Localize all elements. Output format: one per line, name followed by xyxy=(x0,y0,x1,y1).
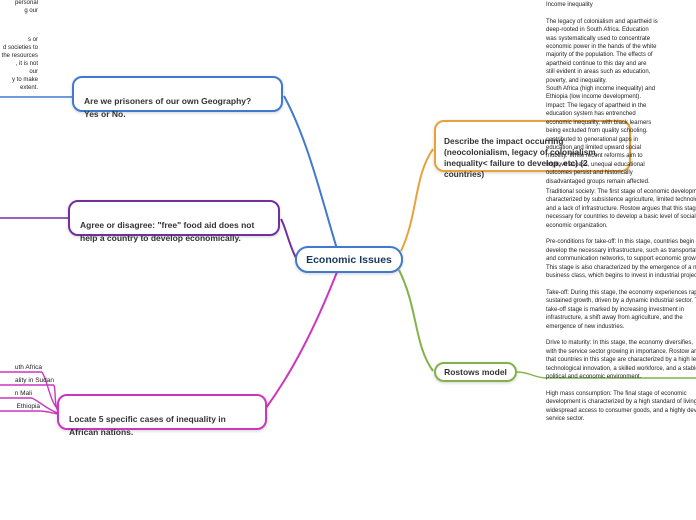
node-inequality-cases-label: Locate 5 specific cases of inequality in… xyxy=(69,414,226,438)
branch-line-inequality xyxy=(265,271,338,409)
left-fragment-geography-note[interactable]: s or d societies to f the resources , it… xyxy=(1,37,38,91)
left-fragment-africa-item-2[interactable]: ality in Sudan xyxy=(14,377,54,384)
node-rostows-model[interactable]: Rostows model xyxy=(434,362,517,382)
left-fragment-africa-item-3[interactable]: n Mali xyxy=(14,390,32,397)
node-describe-impact[interactable]: Describe the impact occurring (neocoloni… xyxy=(434,120,631,179)
node-inequality-cases[interactable]: Locate 5 specific cases of inequality in… xyxy=(57,394,267,437)
rostow-stages-text[interactable]: Traditional society: The first stage of … xyxy=(546,189,696,422)
branch-line-geography xyxy=(283,95,338,250)
branch-line-inequality-child-4 xyxy=(39,410,59,415)
branch-line-foodaid xyxy=(280,218,297,259)
branch-line-rostow xyxy=(398,269,434,372)
left-fragment-africa-item-4[interactable]: Ethiopia xyxy=(16,403,41,410)
impact-note-text[interactable]: Income inequality The legacy of colonial… xyxy=(546,2,658,185)
node-economic-issues[interactable]: Economic Issues xyxy=(295,246,403,273)
node-food-aid-question[interactable]: Agree or disagree: "free" food aid does … xyxy=(68,200,280,243)
node-geography-question-label: Are we prisoners of our own Geography? Y… xyxy=(84,96,252,120)
node-economic-issues-label: Economic Issues xyxy=(306,253,392,266)
node-rostows-model-label: Rostows model xyxy=(444,367,507,377)
left-fragment-top-note[interactable]: personal g our xyxy=(14,0,38,14)
branch-line-impact xyxy=(400,148,434,252)
node-geography-question[interactable]: Are we prisoners of our own Geography? Y… xyxy=(72,76,283,119)
left-fragment-africa-item-1[interactable]: uth Africa xyxy=(14,364,42,371)
node-food-aid-question-label: Agree or disagree: "free" food aid does … xyxy=(80,220,255,244)
node-describe-impact-label: Describe the impact occurring (neocoloni… xyxy=(444,135,598,179)
